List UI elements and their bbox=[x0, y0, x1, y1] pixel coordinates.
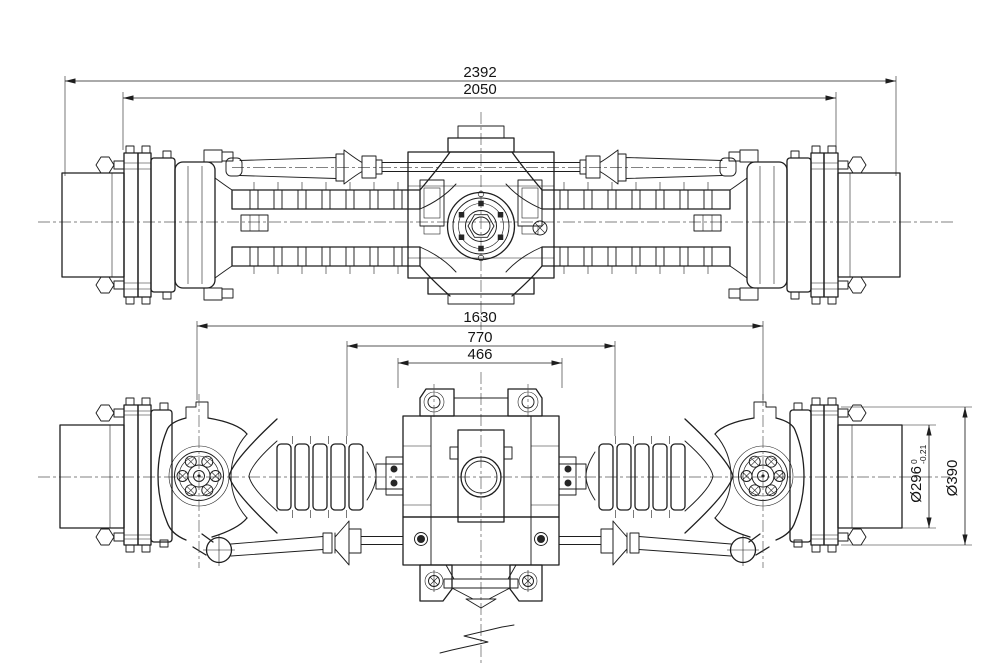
dim-label-flange-span: 2050 bbox=[463, 81, 496, 98]
break-symbol bbox=[439, 624, 515, 654]
dim-label-770: 770 bbox=[467, 329, 492, 346]
bottom-view-left-wheel-end bbox=[59, 393, 404, 569]
dim-label-1630: 1630 bbox=[463, 309, 496, 326]
pinion-bore bbox=[460, 456, 502, 498]
top-view-differential-housing bbox=[407, 125, 555, 305]
input-flange bbox=[446, 190, 516, 262]
bottom-view-differential-housing bbox=[402, 384, 560, 609]
bottom-view-right-wheel-end bbox=[558, 393, 903, 569]
dim-label-hub-dia: Ø296 bbox=[908, 466, 925, 503]
dim-label-drum-dia: Ø390 bbox=[944, 460, 961, 497]
drain-plug-screw bbox=[532, 220, 548, 236]
dim-label-hub-dia-tol-upper: 0 bbox=[909, 459, 919, 464]
dim-label-466: 466 bbox=[467, 346, 492, 363]
dimension-hub-diameter: Ø296 0 -0.21 bbox=[899, 424, 936, 529]
top-view: 2392 2050 bbox=[38, 64, 956, 330]
bottom-view: 1630 770 466 Ø296 0 -0.21 Ø390 bbox=[38, 309, 972, 664]
dimension-kingpin-span: 1630 770 466 bbox=[196, 309, 764, 436]
top-view-left-wheel-end bbox=[61, 145, 457, 305]
dim-label-hub-dia-tol-lower: -0.21 bbox=[918, 444, 928, 464]
dim-label-overall: 2392 bbox=[463, 64, 496, 81]
top-view-right-wheel-end bbox=[505, 145, 901, 305]
dimension-drum-diameter: Ø390 bbox=[841, 406, 972, 546]
dimension-overall-width: 2392 2050 bbox=[64, 64, 897, 176]
